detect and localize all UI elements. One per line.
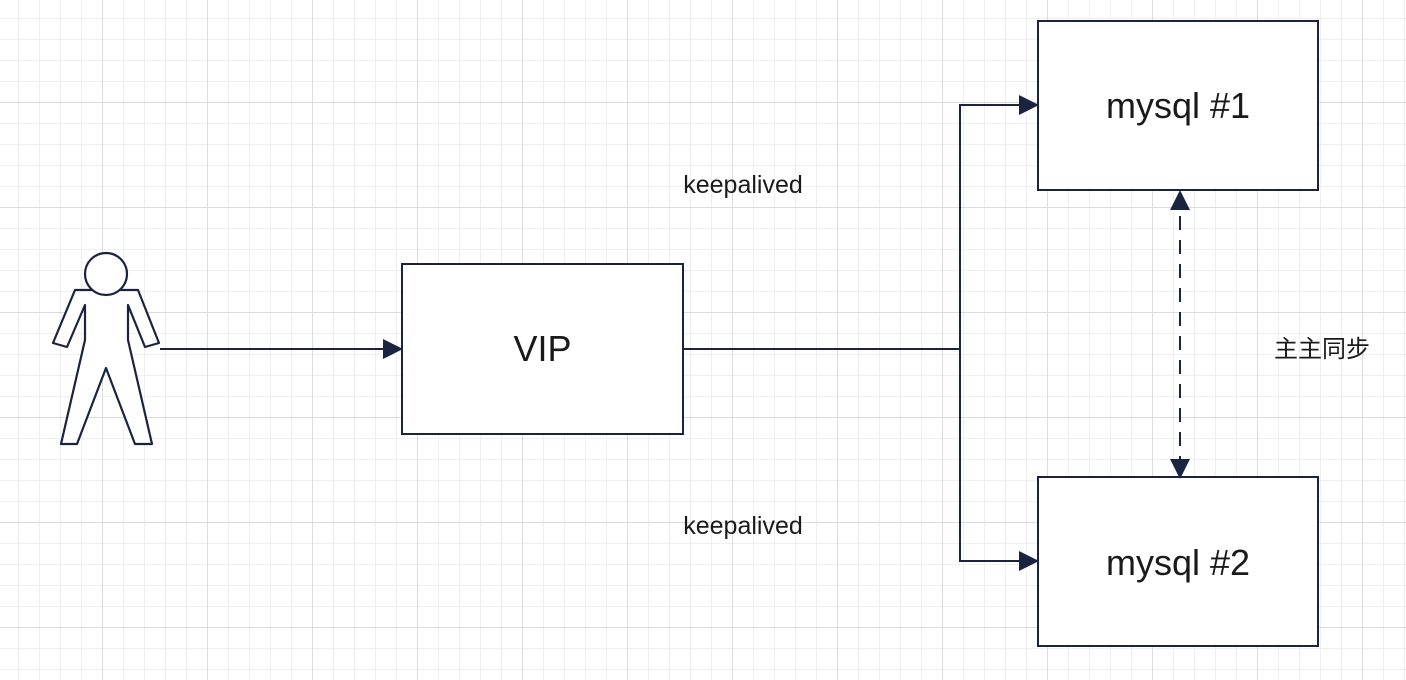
- vip-node[interactable]: VIP: [401, 263, 684, 435]
- mysql1-label: mysql #1: [1106, 85, 1250, 126]
- keepalived-top-label: keepalived: [683, 171, 803, 199]
- mysql2-label: mysql #2: [1106, 542, 1250, 583]
- user-icon: [51, 251, 161, 446]
- mysql2-node[interactable]: mysql #2: [1037, 476, 1319, 647]
- sync-label: 主主同步: [1274, 335, 1370, 363]
- keepalived-bottom-label: keepalived: [683, 512, 803, 540]
- vip-to-mysql2-edge: [959, 349, 1039, 571]
- mysql1-node[interactable]: mysql #1: [1037, 20, 1319, 191]
- vip-to-mysql1-edge: [959, 95, 1039, 349]
- vip-label: VIP: [513, 328, 571, 369]
